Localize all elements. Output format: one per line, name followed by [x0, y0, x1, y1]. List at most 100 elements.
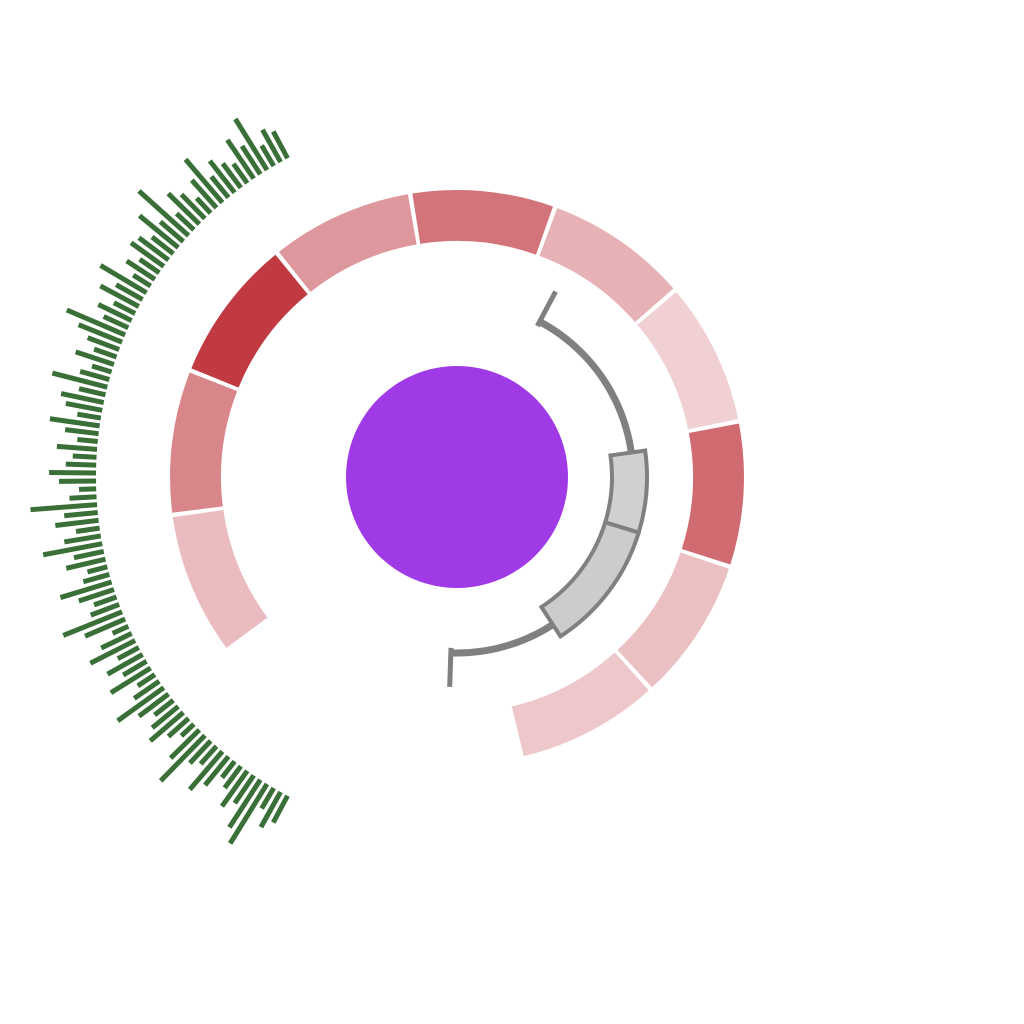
outer-bar	[99, 283, 140, 309]
outer-bar	[232, 773, 256, 805]
outer-bar	[97, 302, 133, 323]
outer-bar	[93, 594, 118, 608]
inner-highlight	[602, 448, 649, 536]
outer-bar	[74, 349, 115, 367]
heat-segment	[412, 189, 554, 255]
heat-segment	[191, 254, 308, 388]
heat-segment	[681, 423, 744, 565]
outer-bar	[49, 470, 97, 476]
outer-bar	[77, 322, 124, 345]
heat-segment	[617, 552, 729, 688]
outer-bar	[228, 782, 270, 845]
outer-bar	[227, 778, 263, 829]
outer-bar	[174, 211, 196, 232]
outer-bar	[168, 728, 202, 760]
outer-bar	[49, 416, 100, 429]
outer-bar	[271, 794, 290, 824]
outer-bar	[89, 638, 137, 666]
outer-bar	[129, 240, 166, 269]
center-disc	[346, 366, 568, 588]
heat-segment	[170, 372, 238, 513]
outer-bar-track	[30, 117, 290, 845]
outer-bar	[100, 631, 133, 651]
outer-bar	[189, 178, 219, 210]
heat-segment	[278, 194, 417, 292]
outer-bar	[69, 494, 97, 501]
outer-bar	[220, 759, 237, 780]
outer-bar	[220, 161, 243, 190]
outer-bar	[131, 273, 152, 289]
outer-bar	[258, 790, 283, 829]
outer-bar	[91, 363, 113, 375]
outer-bar	[63, 509, 98, 519]
outer-bar	[60, 391, 105, 406]
outer-bar	[64, 427, 99, 437]
outer-bar	[198, 744, 219, 766]
outer-bar	[106, 652, 144, 677]
outer-bar	[114, 282, 144, 302]
outer-bar	[194, 196, 213, 215]
outer-bar	[188, 739, 213, 765]
outer-bar	[86, 564, 108, 575]
outer-bar	[166, 191, 202, 226]
outer-bar	[137, 213, 180, 250]
outer-bar	[222, 764, 243, 790]
outer-bar	[55, 517, 99, 529]
outer-bar	[82, 572, 111, 585]
outer-bar	[179, 722, 196, 738]
outer-bar	[76, 411, 102, 421]
outer-bar	[51, 370, 108, 390]
outer-bar	[259, 786, 276, 810]
outer-bar	[203, 754, 231, 787]
outer-bar	[78, 587, 115, 604]
outer-bar	[219, 769, 250, 808]
heat-segment	[511, 652, 649, 757]
outer-bar	[153, 698, 175, 717]
outer-bar	[121, 659, 148, 678]
outer-bar	[116, 685, 166, 723]
outer-bar	[99, 263, 148, 295]
outer-bar	[65, 307, 127, 338]
outer-bar	[65, 401, 103, 413]
outer-bar	[183, 157, 225, 205]
outer-bar	[112, 300, 137, 316]
outer-bar	[260, 128, 283, 164]
outer-bar	[150, 704, 180, 730]
heat-ring	[170, 189, 744, 757]
outer-bar	[187, 749, 225, 792]
heat-segment	[539, 208, 674, 323]
outer-bar	[233, 117, 270, 172]
outer-bar	[209, 174, 231, 200]
outer-bar	[65, 556, 107, 571]
outer-bar	[116, 645, 140, 661]
outer-bar	[150, 235, 175, 256]
outer-bar	[259, 144, 276, 168]
inner-track	[447, 290, 649, 687]
outer-bar	[158, 733, 207, 783]
outer-bar	[75, 525, 100, 534]
outer-bar	[109, 665, 152, 695]
outer-bar	[132, 679, 161, 701]
outer-bar	[63, 533, 102, 545]
outer-bar	[136, 672, 157, 688]
outer-bar	[78, 486, 97, 492]
outer-bar	[148, 710, 185, 743]
outer-bar	[72, 453, 97, 460]
outer-bar	[56, 443, 98, 452]
outer-bar	[179, 192, 207, 221]
outer-bar	[42, 541, 103, 558]
outer-bar	[137, 692, 171, 719]
outer-bar	[225, 138, 256, 181]
outer-bar	[125, 258, 157, 282]
outer-bar	[231, 162, 250, 185]
outer-bar	[138, 257, 161, 275]
outer-bar	[89, 602, 121, 618]
inner-highlight	[538, 519, 642, 640]
outer-bar	[271, 130, 290, 160]
outer-bar	[59, 579, 113, 600]
outer-bar	[78, 386, 107, 398]
outer-bar	[239, 144, 263, 176]
outer-bar	[111, 623, 130, 636]
outer-bar	[137, 235, 171, 262]
